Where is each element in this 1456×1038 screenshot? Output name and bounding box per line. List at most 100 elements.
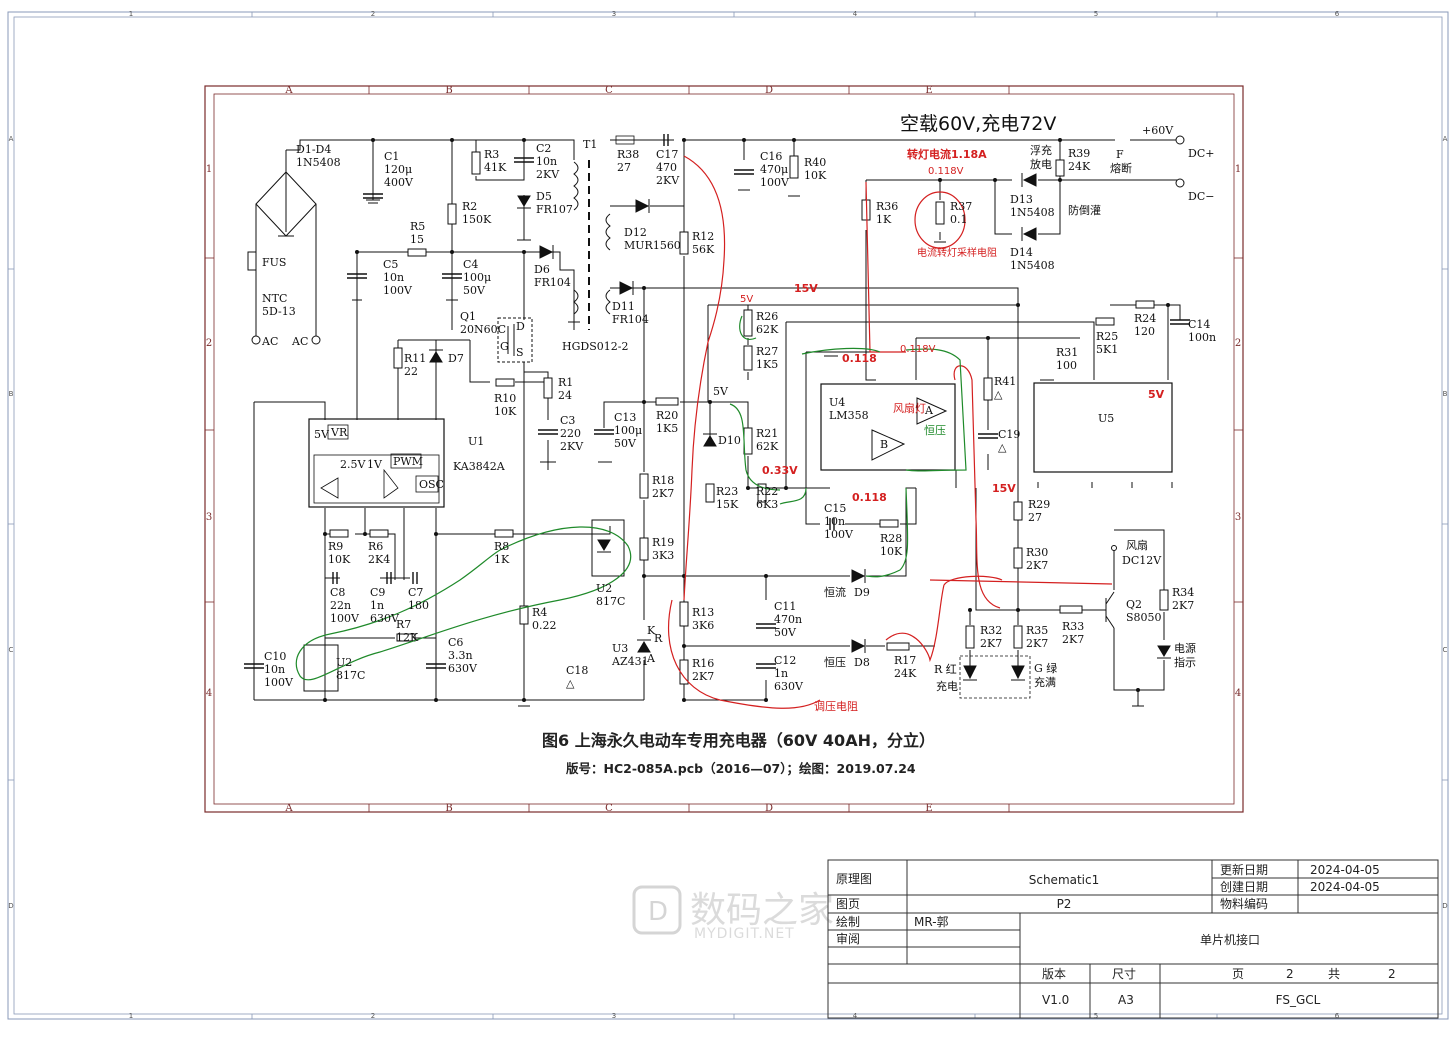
component-ref-r35: R35 — [1026, 624, 1048, 637]
component-value-r12: 56K — [692, 243, 715, 256]
transistor-q2 — [1105, 591, 1115, 629]
grid-row-label: 2 — [1235, 338, 1241, 349]
label-s: S — [516, 346, 524, 359]
component-value-c10: 10n — [264, 663, 285, 676]
grid-col-label: E — [925, 85, 932, 96]
label-g: G — [500, 340, 509, 353]
component-value-d11: FR104 — [612, 313, 649, 326]
component-ref-c15: C15 — [824, 502, 846, 515]
component-value-c8: 22n — [330, 599, 351, 612]
component-value-r13: 3K6 — [692, 619, 714, 632]
label-discharge: 放电 — [1030, 157, 1052, 171]
component-ref-q1: Q1 — [460, 310, 476, 323]
label-ac2: AC — [291, 335, 308, 348]
grid-col-label: B — [445, 803, 452, 814]
component-rating-c3: 2KV — [560, 440, 584, 453]
frame-col-label: 3 — [612, 1012, 616, 1020]
component-rating-c5: 100V — [383, 284, 413, 297]
component-value-r4: 0.22 — [532, 619, 557, 632]
component-rating-c11: 50V — [774, 626, 797, 639]
component-value-r23: 15K — [716, 498, 739, 511]
label-dcp: DC+ — [1188, 147, 1214, 160]
title-block-l_pg: 页 — [1232, 967, 1244, 981]
label-v5a: 5V — [314, 428, 330, 441]
title-block-pg: 2 — [1286, 967, 1294, 981]
component-value-c17: 470 — [656, 161, 677, 174]
component-ref-ntc: NTC — [262, 292, 287, 305]
component-value-c1: 120μ — [384, 163, 412, 176]
title-block-title: 单片机接口 — [1200, 932, 1260, 947]
frame-col-label: 1 — [129, 10, 133, 18]
component-value-c16: 470μ — [760, 163, 788, 176]
caption-title: 图6 上海永久电动车专用充电器（60V 40AH，分立） — [542, 731, 935, 750]
component-ref-u5: U5 — [1098, 412, 1114, 425]
frame-col-label: 1 — [129, 1012, 133, 1020]
frame-col-label: 5 — [1094, 10, 1098, 18]
grid-row-label: 1 — [206, 164, 212, 175]
component-ref-d5: D5 — [536, 190, 552, 203]
component-ref-d10: D10 — [718, 434, 741, 447]
annotation-v0118c: 0.118 — [842, 352, 877, 365]
component-value-r28: 10K — [880, 545, 903, 558]
label-k: K — [647, 624, 656, 637]
component-value-r24: 120 — [1134, 325, 1155, 338]
component-rating-c8: 100V — [330, 612, 360, 625]
title-block-created: 2024-04-05 — [1310, 880, 1380, 894]
title-block-l_material: 物料编码 — [1220, 896, 1268, 911]
component-value-d8: 恒压 — [824, 656, 846, 669]
label-full: 充满 — [1034, 675, 1056, 689]
watermark: D 数码之家 MYDIGIT.NET — [632, 885, 834, 942]
annotation-v033: 0.33V — [762, 464, 798, 477]
component-ref-r6: R6 — [368, 540, 383, 553]
component-ref-r34: R34 — [1172, 586, 1194, 599]
title-block-schematic: Schematic1 — [1029, 873, 1100, 887]
frame-row-label: D — [1442, 902, 1447, 910]
component-value-r35: 2K7 — [1026, 637, 1048, 650]
label-red: R 红 — [934, 663, 957, 676]
component-ref-c18: C18 — [566, 664, 588, 677]
title-block-l_size: 尺寸 — [1112, 967, 1136, 981]
component-ref-c6: C6 — [448, 636, 463, 649]
frame-row-label: C — [9, 646, 14, 654]
component-value-u2b: 817C — [336, 669, 365, 682]
capacitor-symbols — [244, 134, 1190, 669]
component-value-d1d4: 1N5408 — [296, 156, 341, 169]
annotation-v5red: 5V — [740, 294, 753, 305]
component-ref-r7: R7 — [396, 618, 411, 631]
label-a: A — [646, 652, 656, 665]
grid-col-label: D — [765, 803, 773, 814]
title-block-total: 2 — [1388, 967, 1396, 981]
watermark-cn: 数码之家 — [690, 890, 834, 931]
component-ref-d14: D14 — [1010, 246, 1033, 259]
svg-text:D: D — [648, 897, 668, 927]
component-value-c11: 470n — [774, 613, 802, 626]
component-value-u4: LM358 — [829, 409, 869, 422]
frame-col-label: 4 — [853, 10, 858, 18]
frame-row-label: D — [8, 902, 13, 910]
title-block-l_version: 版本 — [1042, 967, 1066, 981]
label-osc: OSC — [419, 478, 444, 491]
component-ref-c14: C14 — [1188, 318, 1210, 331]
component-ref-c3: C3 — [560, 414, 575, 427]
component-ref-c13: C13 — [614, 411, 636, 424]
component-ref-r40: R40 — [804, 156, 826, 169]
outer-frame — [7, 11, 1449, 1020]
component-ref-c16: C16 — [760, 150, 782, 163]
component-ref-r13: R13 — [692, 606, 714, 619]
component-value-c4: 100μ — [463, 271, 491, 284]
component-value-d9: 恒流 — [824, 585, 846, 599]
label-dcm: DC− — [1188, 190, 1214, 203]
component-value-r34: 2K7 — [1172, 599, 1194, 612]
ic-u5 — [1033, 382, 1173, 473]
component-ref-c8: C8 — [330, 586, 345, 599]
component-ref-r10: R10 — [494, 392, 516, 405]
component-rating-c2: 2KV — [536, 168, 560, 181]
frame-row-label: A — [9, 135, 14, 143]
annotation-v0118d: 0.118 — [852, 491, 887, 504]
wiring — [253, 139, 1181, 706]
component-value-r20: 1K5 — [656, 422, 678, 435]
annotation-v0118b: 0.118V — [900, 344, 936, 355]
component-ref-c5: C5 — [383, 258, 398, 271]
label-opa: A — [924, 404, 934, 417]
component-ref-d13: D13 — [1010, 193, 1033, 206]
